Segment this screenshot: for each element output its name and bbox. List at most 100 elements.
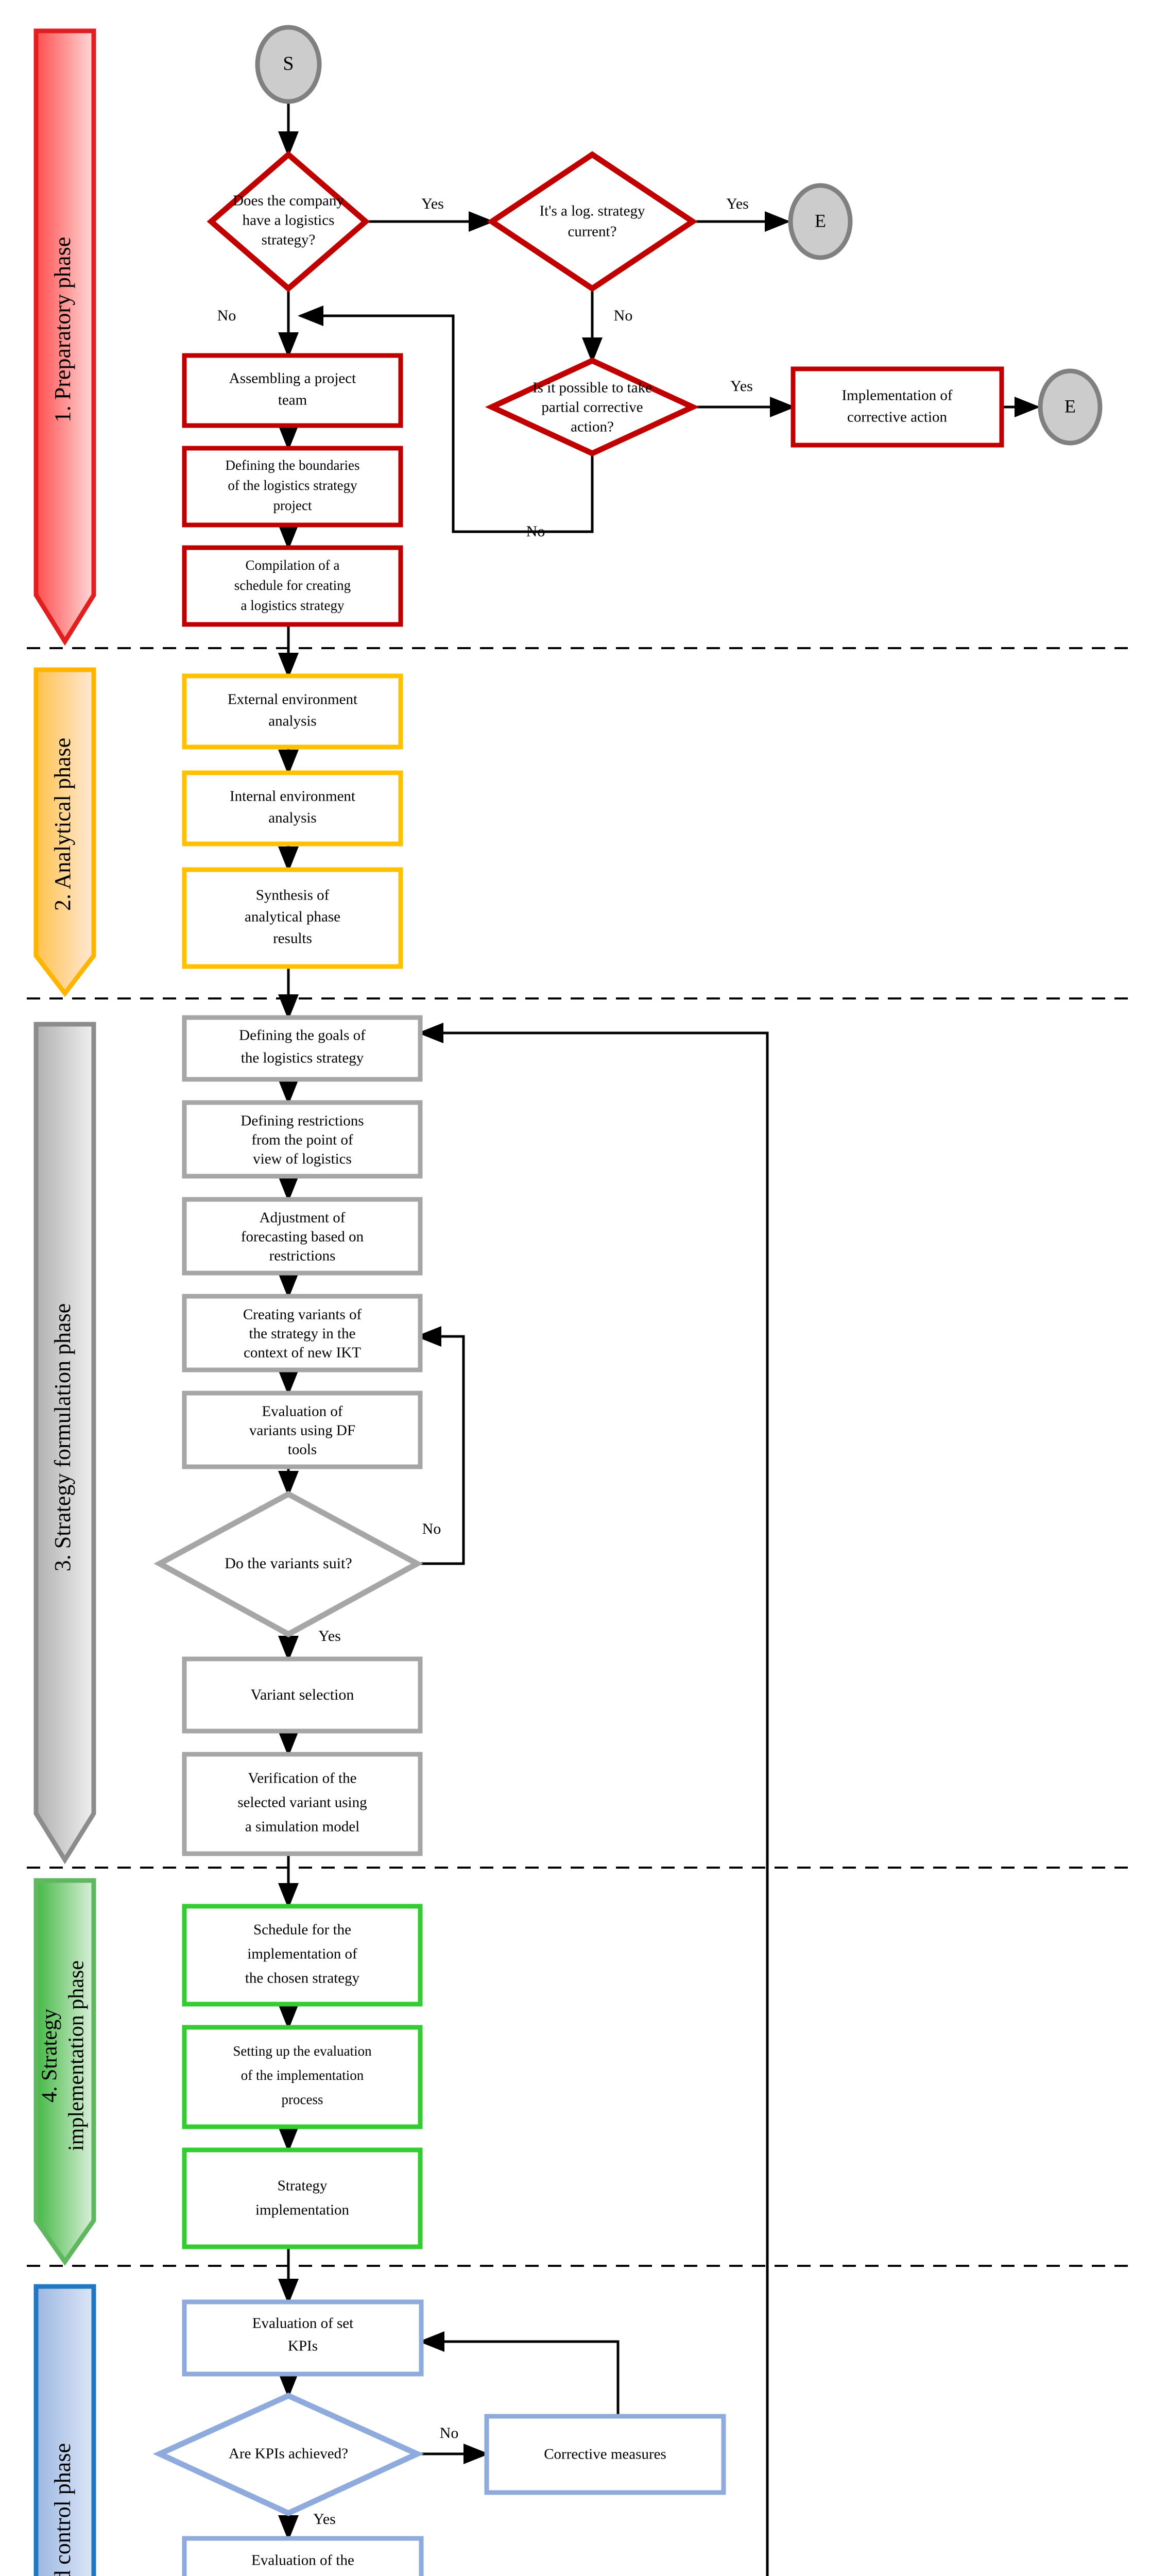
edge-labels: Yes No Yes No Yes No No Yes No Yes No Ye… — [217, 195, 753, 2528]
node-label-line: implementation of — [247, 1946, 357, 1962]
node-label-line: Defining the boundaries — [226, 457, 360, 473]
node-label-line: forecasting based on — [241, 1229, 364, 1245]
edge-label-kpis-no: No — [440, 2425, 459, 2442]
node-label-line: restrictions — [269, 1248, 336, 1264]
node-label-line: a simulation model — [245, 1819, 359, 1835]
node-label-line: Do the variants suit? — [225, 1555, 352, 1572]
node-label-line: Internal environment — [230, 788, 355, 805]
node-label-line: Setting up the evaluation — [233, 2043, 372, 2059]
node-label-line: implementation — [255, 2202, 350, 2218]
node-assembling-project-team[interactable]: Assembling a project team — [182, 353, 403, 428]
edge-partial-corrective-no — [298, 306, 594, 533]
node-label-line: action? — [571, 419, 614, 435]
terminator-start-label: S — [283, 53, 294, 75]
node-label-line: Is it possible to take — [532, 380, 652, 396]
node-label-line: Creating variants of — [243, 1307, 362, 1323]
edge-label-variants-no: No — [422, 1520, 441, 1537]
edge-label-partial-corrective-yes: Yes — [730, 378, 753, 395]
edge-label-variants-yes: Yes — [318, 1628, 341, 1645]
node-label-line: partial corrective — [541, 399, 643, 416]
node-label-line: analysis — [268, 810, 316, 826]
node-are-kpis-achieved[interactable]: Are KPIs achieved? — [152, 2392, 424, 2517]
node-is-partial-corrective-possible[interactable]: Is it possible to take partial correctiv… — [485, 357, 700, 457]
node-do-the-variants-suit[interactable]: Do the variants suit? — [153, 1490, 423, 1638]
node-corrective-measures[interactable]: Corrective measures — [484, 2414, 726, 2495]
phase-banner-4[interactable]: 4. Strategy implementation phase — [33, 1878, 96, 2266]
phase-banner-5-label: 5. Evaluation and control phase — [50, 2443, 75, 2576]
node-label-line: Schedule for the — [253, 1922, 351, 1938]
phase-banner-1[interactable]: 1. Preparatory phase — [33, 28, 96, 646]
node-label-line: Synthesis of — [256, 887, 330, 904]
node-label-line: Corrective measures — [544, 2446, 666, 2463]
phase-banner-5[interactable]: 5. Evaluation and control phase — [33, 2284, 96, 2576]
edge-label-partial-corrective-no: No — [526, 523, 545, 540]
node-label-line: Strategy — [278, 2178, 328, 2194]
node-label-line: strategy? — [262, 232, 316, 248]
node-strategy-implementation[interactable]: Strategy implementation — [182, 2147, 423, 2249]
node-setting-up-evaluation-of-implementation[interactable]: Setting up the evaluation of the impleme… — [182, 2025, 423, 2129]
edge-variants-no-loop — [416, 1326, 465, 1565]
node-external-environment-analysis[interactable]: External environment analysis — [182, 673, 403, 750]
node-label-line: Defining the goals of — [239, 1027, 366, 1044]
node-label-line: fulfillment of goals — [245, 2575, 360, 2576]
node-label-line: context of new IKT — [244, 1345, 361, 1361]
phase-banner-1-label: 1. Preparatory phase — [50, 237, 75, 422]
node-label-line: External environment — [228, 691, 357, 708]
edge-label-strategy-current-yes: Yes — [726, 195, 749, 212]
node-creating-variants-of-strategy[interactable]: Creating variants of the strategy in the… — [182, 1294, 423, 1372]
node-label-line: analytical phase — [245, 909, 340, 925]
node-label-line: of the logistics strategy — [228, 478, 357, 493]
phase-banner-2[interactable]: 2. Analytical phase — [33, 667, 96, 997]
node-label-line: Compilation of a — [246, 557, 340, 573]
phase-banner-4-label-line2: implementation phase — [65, 1960, 89, 2151]
node-label-line: current? — [568, 224, 617, 240]
node-does-company-have-strategy[interactable]: Does the company have a logistics strate… — [207, 150, 370, 293]
node-defining-boundaries[interactable]: Defining the boundaries of the logistics… — [182, 446, 403, 528]
phase-banner-2-label: 2. Analytical phase — [50, 738, 75, 911]
edge-label-kpis-yes: Yes — [313, 2511, 336, 2528]
terminator-end-corrective[interactable]: E — [1038, 368, 1103, 446]
node-implementation-of-corrective-action[interactable]: Implementation of corrective action — [791, 366, 1004, 448]
node-compilation-of-schedule[interactable]: Compilation of a schedule for creating a… — [182, 545, 403, 627]
node-label-line: schedule for creating — [234, 578, 351, 593]
node-internal-environment-analysis[interactable]: Internal environment analysis — [182, 770, 403, 846]
phase-dividers — [27, 647, 1130, 2267]
node-label-line: analysis — [268, 713, 316, 730]
node-adjustment-of-forecasting[interactable]: Adjustment of forecasting based on restr… — [182, 1197, 423, 1276]
node-label-line: KPIs — [288, 2338, 318, 2354]
terminator-start[interactable]: S — [255, 25, 322, 104]
node-label-line: view of logistics — [253, 1151, 352, 1167]
node-label-line: process — [282, 2092, 323, 2107]
terminator-end-current[interactable]: E — [788, 183, 853, 260]
node-schedule-for-implementation[interactable]: Schedule for the implementation of the c… — [182, 1904, 423, 2007]
node-evaluation-of-variants-using-df-tools[interactable]: Evaluation of variants using DF tools — [182, 1391, 423, 1469]
phase-banner-4-label-line1: 4. Strategy — [38, 2009, 62, 2103]
node-label-line: the strategy in the — [249, 1326, 356, 1342]
node-is-strategy-current[interactable]: It's a log. strategy current? — [487, 151, 698, 292]
node-verification-of-selected-variant[interactable]: Verification of the selected variant usi… — [182, 1752, 423, 1856]
edge-label-has-strategy-yes: Yes — [421, 195, 444, 212]
node-label-line: Verification of the — [248, 1770, 357, 1787]
node-defining-goals-of-logistics-strategy[interactable]: Defining the goals of the logistics stra… — [182, 1015, 423, 1082]
node-label-line: Evaluation of set — [252, 2315, 354, 2332]
node-evaluation-of-set-kpis[interactable]: Evaluation of set KPIs — [182, 2299, 424, 2377]
phase-banner-3[interactable]: 3. Strategy formulation phase — [33, 1022, 96, 1865]
node-label-line: project — [273, 498, 312, 513]
node-label-line: of the implementation — [241, 2067, 364, 2083]
node-label-line: have a logistics — [243, 212, 335, 229]
node-label-line: variants using DF — [249, 1422, 355, 1439]
edge-corrective-measures-loop — [419, 2331, 620, 2416]
node-label-line: selected variant using — [237, 1794, 367, 1811]
connectors: It's a log strategy current --> E --> Is… — [278, 101, 1040, 2576]
node-evaluation-of-fulfillment-of-goals[interactable]: Evaluation of the fulfillment of goals — [182, 2536, 424, 2576]
node-label-line: tools — [288, 1442, 317, 1458]
node-synthesis-of-analytical-phase-results[interactable]: Synthesis of analytical phase results — [182, 867, 403, 969]
node-label-line: from the point of — [251, 1132, 353, 1148]
node-defining-restrictions[interactable]: Defining restrictions from the point of … — [182, 1100, 423, 1179]
node-label-line: the chosen strategy — [245, 1970, 360, 1987]
node-variant-selection[interactable]: Variant selection — [182, 1656, 423, 1734]
node-label-line: Defining restrictions — [240, 1113, 364, 1129]
node-label-line: Evaluation of — [262, 1403, 342, 1420]
